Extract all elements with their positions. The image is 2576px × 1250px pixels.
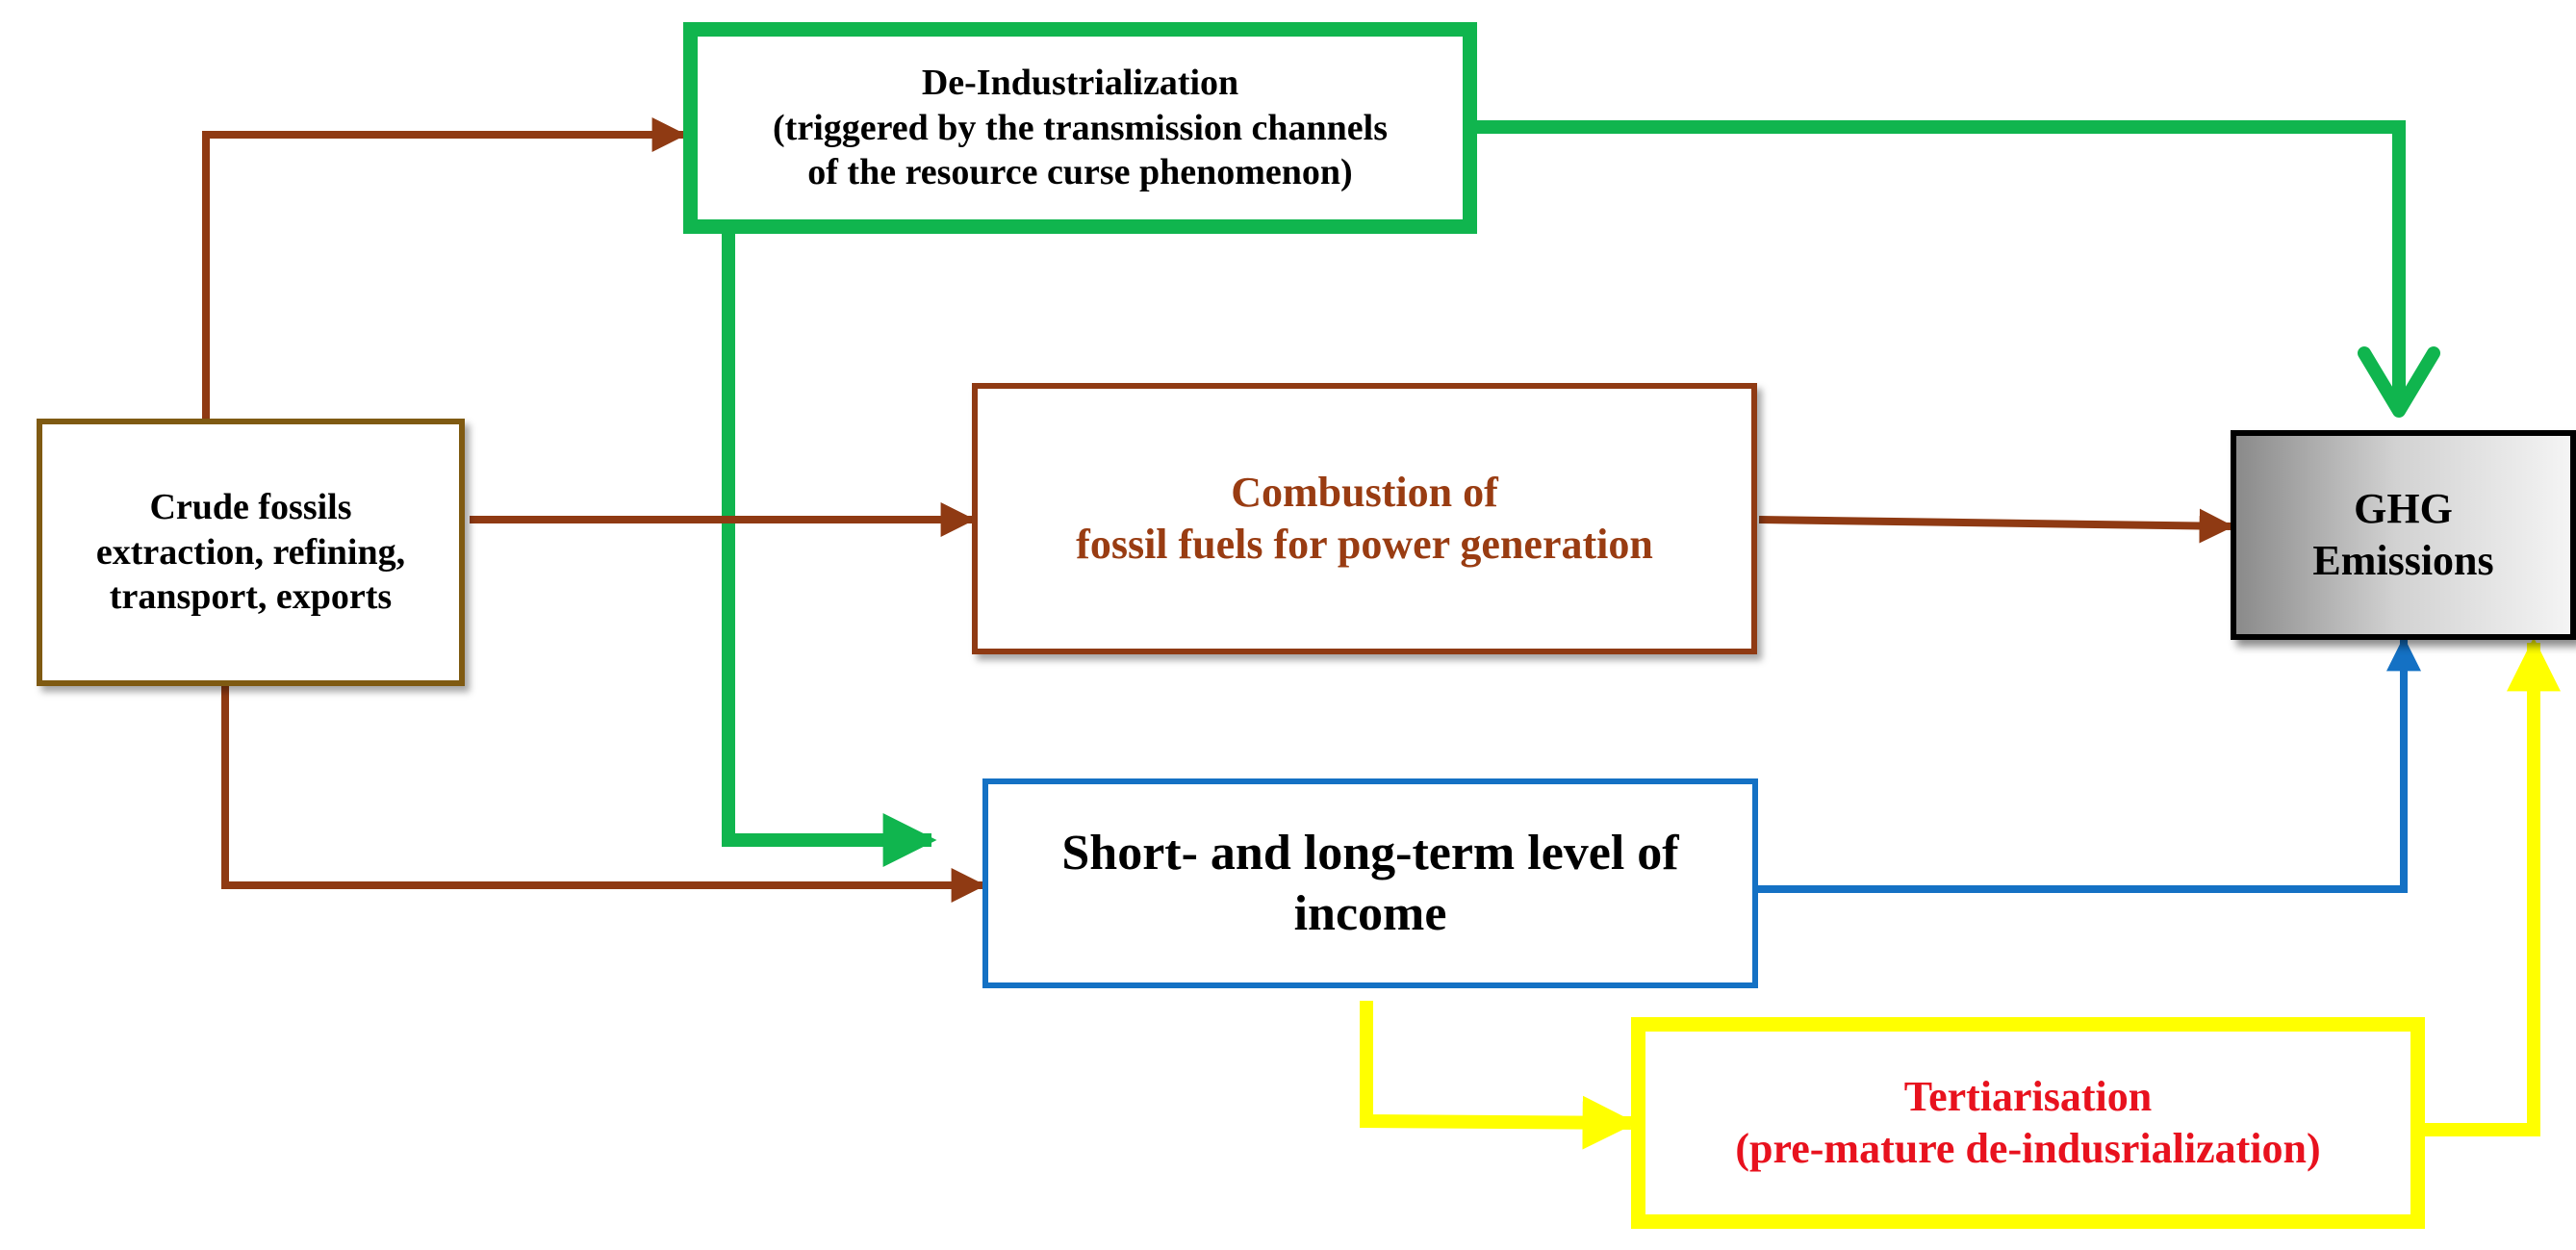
arrow-deind-to-ghg-head [2358, 346, 2440, 418]
arrow-tertiary-to-ghg [2425, 637, 2561, 1136]
arrow-crude-to-deind [202, 117, 687, 419]
node-crude-line-3: transport, exports [109, 576, 393, 618]
node-tertiary-line-2: (pre-mature de-indusrialization) [1735, 1125, 2321, 1172]
node-crude-fossils: Crude fossils extraction, refining, tran… [37, 419, 465, 686]
node-combustion: Combustion of fossil fuels for power gen… [972, 383, 1757, 654]
arrow-deind-to-ghg [1477, 120, 2406, 402]
node-de-industrialization: De-Industrialization (triggered by the t… [683, 22, 1477, 234]
node-combustion-line-1: Combustion of [1231, 469, 1498, 517]
node-deind-line-2: (triggered by the transmission channels [773, 107, 1388, 148]
node-income-line-1: Short- and long-term level of [1061, 825, 1679, 880]
node-ghg-line-2: Emissions [2312, 537, 2494, 584]
node-income-line-2: income [1293, 886, 1447, 941]
node-deind-line-3: of the resource curse phenomenon) [807, 152, 1353, 193]
node-ghg-line-1: GHG [2354, 485, 2453, 533]
node-ghg-emissions: GHG Emissions [2231, 430, 2576, 640]
node-deind-line-1: De-Industrialization [921, 63, 1239, 104]
node-crude-line-2: extraction, refining, [95, 531, 406, 573]
node-crude-line-1: Crude fossils [149, 487, 352, 528]
arrow-income-to-ghg [1758, 636, 2421, 893]
arrow-income-to-tertiary [1360, 1001, 1637, 1150]
node-combustion-line-2: fossil fuels for power generation [1076, 521, 1653, 568]
arrow-deind-to-income [722, 234, 937, 867]
node-tertiarisation: Tertiarisation (pre-mature de-indusriali… [1631, 1017, 2425, 1229]
node-tertiary-line-1: Tertiarisation [1903, 1073, 2153, 1121]
arrow-crude-to-income [221, 686, 986, 903]
node-income-level: Short- and long-term level of income [982, 778, 1758, 988]
arrow-combustion-to-ghg [1758, 508, 2234, 544]
